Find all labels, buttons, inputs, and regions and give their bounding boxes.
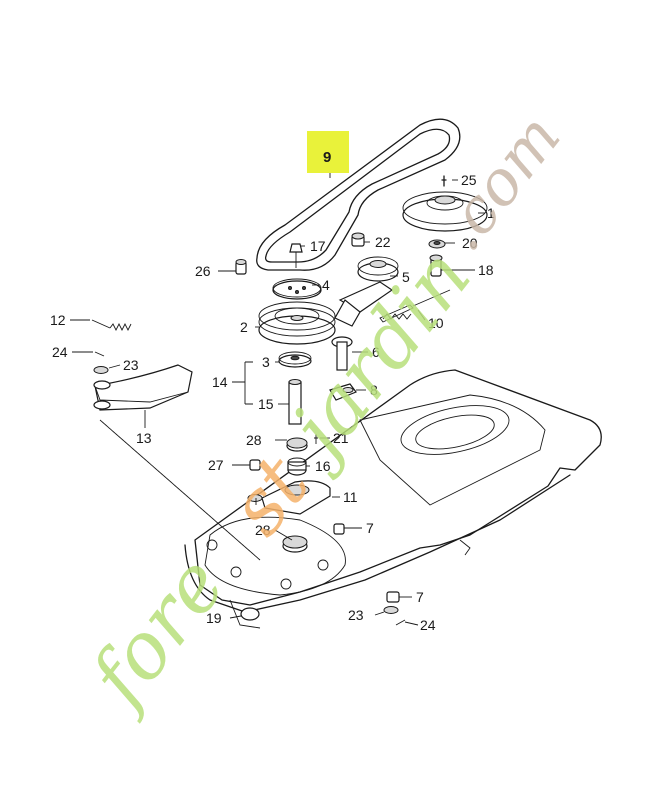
callout-12[interactable]: 12 [50, 312, 66, 328]
callout-28a[interactable]: 28 [246, 432, 262, 448]
callout-5[interactable]: 5 [402, 269, 410, 285]
callout-19[interactable]: 19 [206, 610, 222, 626]
highlight-part-9 [307, 131, 349, 173]
callout-14[interactable]: 14 [212, 374, 228, 390]
callout-4[interactable]: 4 [322, 277, 330, 293]
bracket-left [91, 319, 193, 411]
svg-text:fore: fore [71, 541, 243, 726]
callout-25[interactable]: 25 [461, 172, 477, 188]
callout-28b[interactable]: 28 [255, 522, 271, 538]
callout-27[interactable]: 27 [208, 457, 224, 473]
callout-24a[interactable]: 24 [52, 344, 68, 360]
callout-7a[interactable]: 7 [366, 520, 374, 536]
callout-labels: 1 2 3 4 5 6 7 7 8 10 11 12 13 14 15 16 1… [50, 172, 495, 633]
callout-1[interactable]: 1 [487, 205, 495, 221]
callout-21[interactable]: 21 [333, 430, 349, 446]
callout-24b[interactable]: 24 [420, 617, 436, 633]
drive-belt [256, 118, 461, 271]
callout-11[interactable]: 11 [343, 489, 358, 505]
small-hardware [351, 175, 447, 277]
center-spindle-stack [235, 243, 406, 626]
callout-2[interactable]: 2 [240, 319, 248, 335]
callout-9[interactable]: 9 [323, 149, 331, 166]
callout-23a[interactable]: 23 [123, 357, 139, 373]
callout-3[interactable]: 3 [262, 354, 270, 370]
callout-13[interactable]: 13 [136, 430, 152, 446]
callout-20[interactable]: 20 [462, 235, 478, 251]
callout-18[interactable]: 18 [478, 262, 494, 278]
callout-8[interactable]: 8 [370, 382, 378, 398]
pulley-1 [402, 191, 488, 232]
mower-deck [184, 369, 602, 629]
leader-lines [70, 172, 485, 626]
svg-text:.com: .com [424, 101, 574, 265]
callout-23b[interactable]: 23 [348, 607, 364, 623]
callout-7b[interactable]: 7 [416, 589, 424, 605]
callout-15[interactable]: 15 [258, 396, 274, 412]
callout-10[interactable]: 10 [428, 315, 444, 331]
callout-17[interactable]: 17 [310, 238, 326, 254]
callout-16[interactable]: 16 [315, 458, 331, 474]
callout-26[interactable]: 26 [195, 263, 211, 279]
watermark-logo: fore st jardin .com [71, 101, 575, 726]
tensioner-assembly [329, 256, 451, 401]
callout-6[interactable]: 6 [372, 344, 380, 360]
callout-22[interactable]: 22 [375, 234, 391, 250]
